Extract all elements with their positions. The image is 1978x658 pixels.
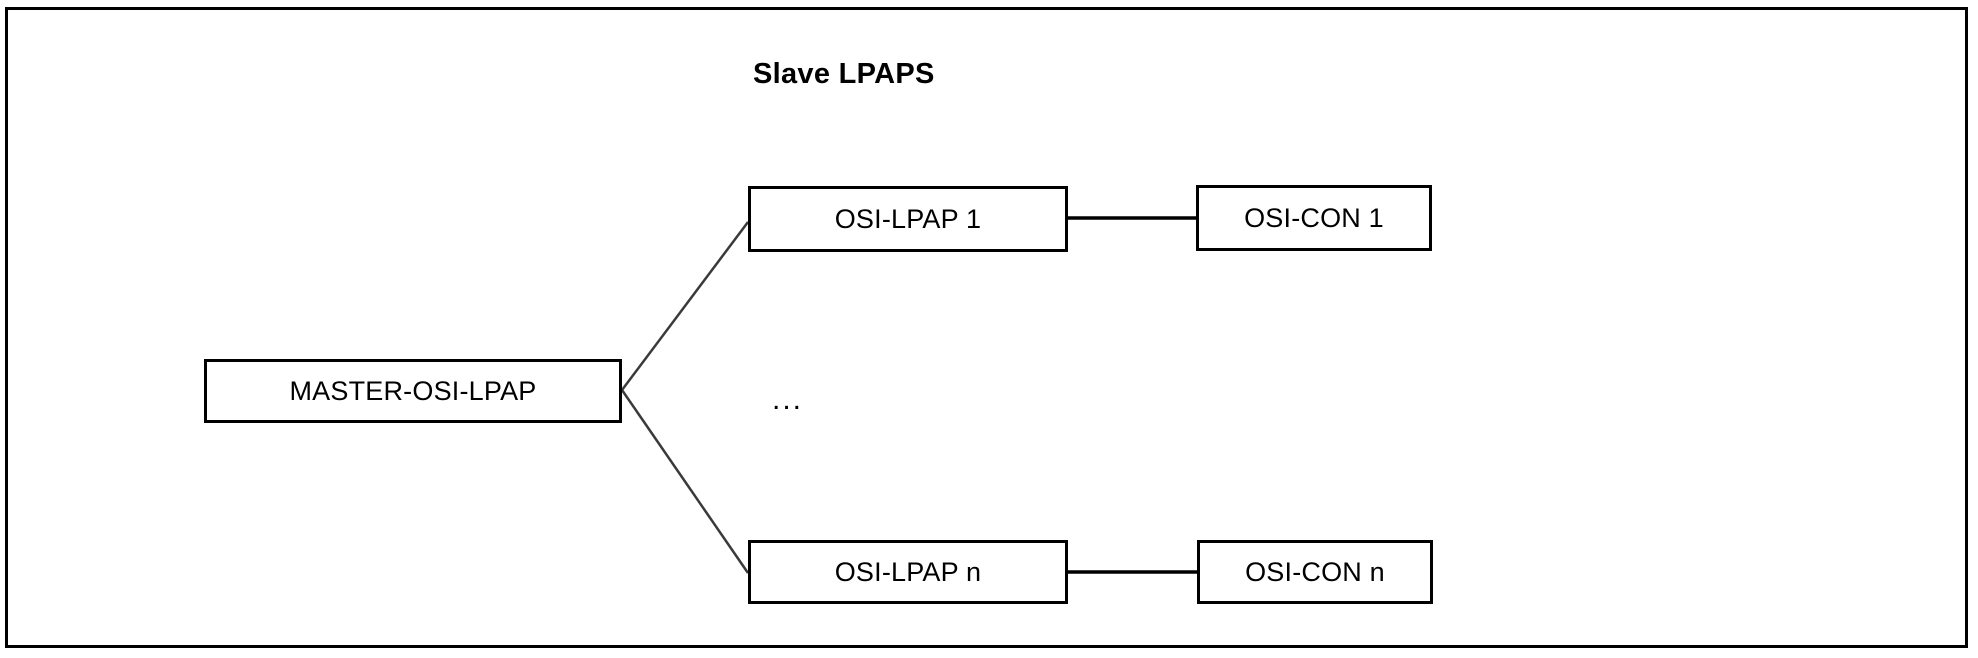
ellipsis-marker: ... bbox=[772, 383, 804, 416]
node-osi-lpap-n-label: OSI-LPAP n bbox=[834, 556, 982, 587]
node-osi-con-n[interactable]: OSI-CON n bbox=[1197, 540, 1433, 604]
node-osi-lpap-n[interactable]: OSI-LPAP n bbox=[748, 540, 1068, 604]
node-osi-lpap-1-label: OSI-LPAP 1 bbox=[834, 203, 982, 234]
node-master-osi-lpap[interactable]: MASTER-OSI-LPAP bbox=[204, 359, 622, 423]
node-osi-con-n-label: OSI-CON n bbox=[1245, 556, 1385, 587]
group-title: Slave LPAPS bbox=[753, 58, 935, 90]
node-master-osi-lpap-label: MASTER-OSI-LPAP bbox=[289, 375, 537, 406]
node-osi-lpap-1[interactable]: OSI-LPAP 1 bbox=[748, 186, 1068, 252]
node-osi-con-1[interactable]: OSI-CON 1 bbox=[1196, 185, 1432, 251]
node-osi-con-1-label: OSI-CON 1 bbox=[1244, 202, 1384, 233]
